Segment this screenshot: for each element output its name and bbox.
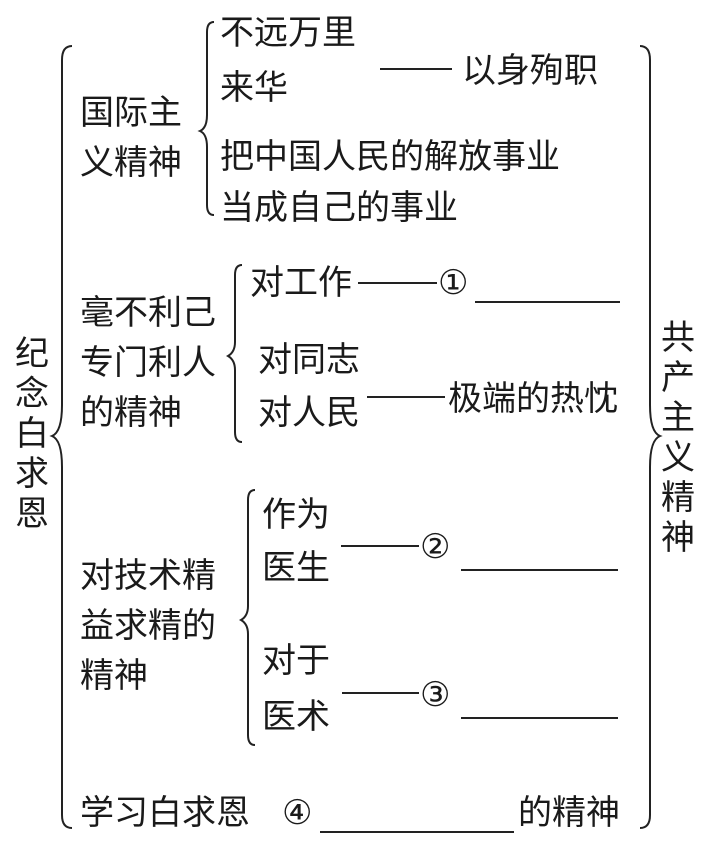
internationalism-label: 国际主义精神: [80, 93, 182, 183]
left-title: 纪念白求恩: [15, 334, 49, 534]
excellence-on-skill-1: 对于: [262, 641, 330, 681]
internationalism-result: 以身殉职: [462, 51, 598, 91]
selflessness-people: 对人民: [258, 393, 360, 433]
excellence-as-doctor-2: 医生: [262, 548, 330, 588]
right-title: 共产主义精神: [661, 318, 695, 558]
selflessness-work: 对工作: [250, 263, 352, 303]
main-right-brace: [639, 45, 663, 829]
selflessness-comrades: 对同志: [258, 340, 360, 380]
internationalism-item1-line1: 不远万里: [220, 13, 356, 53]
internationalism-item1-line2: 来华: [220, 68, 288, 108]
selflessness-result: 极端的热忱: [448, 379, 618, 419]
excellence-as-doctor-1: 作为: [262, 495, 330, 535]
internationalism-item2-line1: 把中国人民的解放事业: [220, 137, 560, 177]
excellence-brace: [238, 489, 256, 746]
blank-1-number: ①: [438, 263, 469, 303]
selflessness-brace: [225, 264, 243, 443]
internationalism-brace: [197, 21, 215, 216]
blank-3-number: ③: [420, 675, 451, 715]
main-left-brace: [49, 45, 73, 829]
blank-4-number: ④: [282, 793, 313, 833]
internationalism-item2-line2: 当成自己的事业: [220, 188, 458, 228]
selflessness-label: 毫不利己专门利人的精神: [80, 293, 216, 433]
excellence-on-skill-2: 医术: [262, 697, 330, 737]
blank-2-number: ②: [420, 527, 451, 567]
learning-prefix: 学习白求恩: [80, 793, 250, 833]
excellence-label: 对技术精益求精的精神: [80, 556, 216, 696]
learning-suffix: 的精神: [518, 793, 620, 833]
